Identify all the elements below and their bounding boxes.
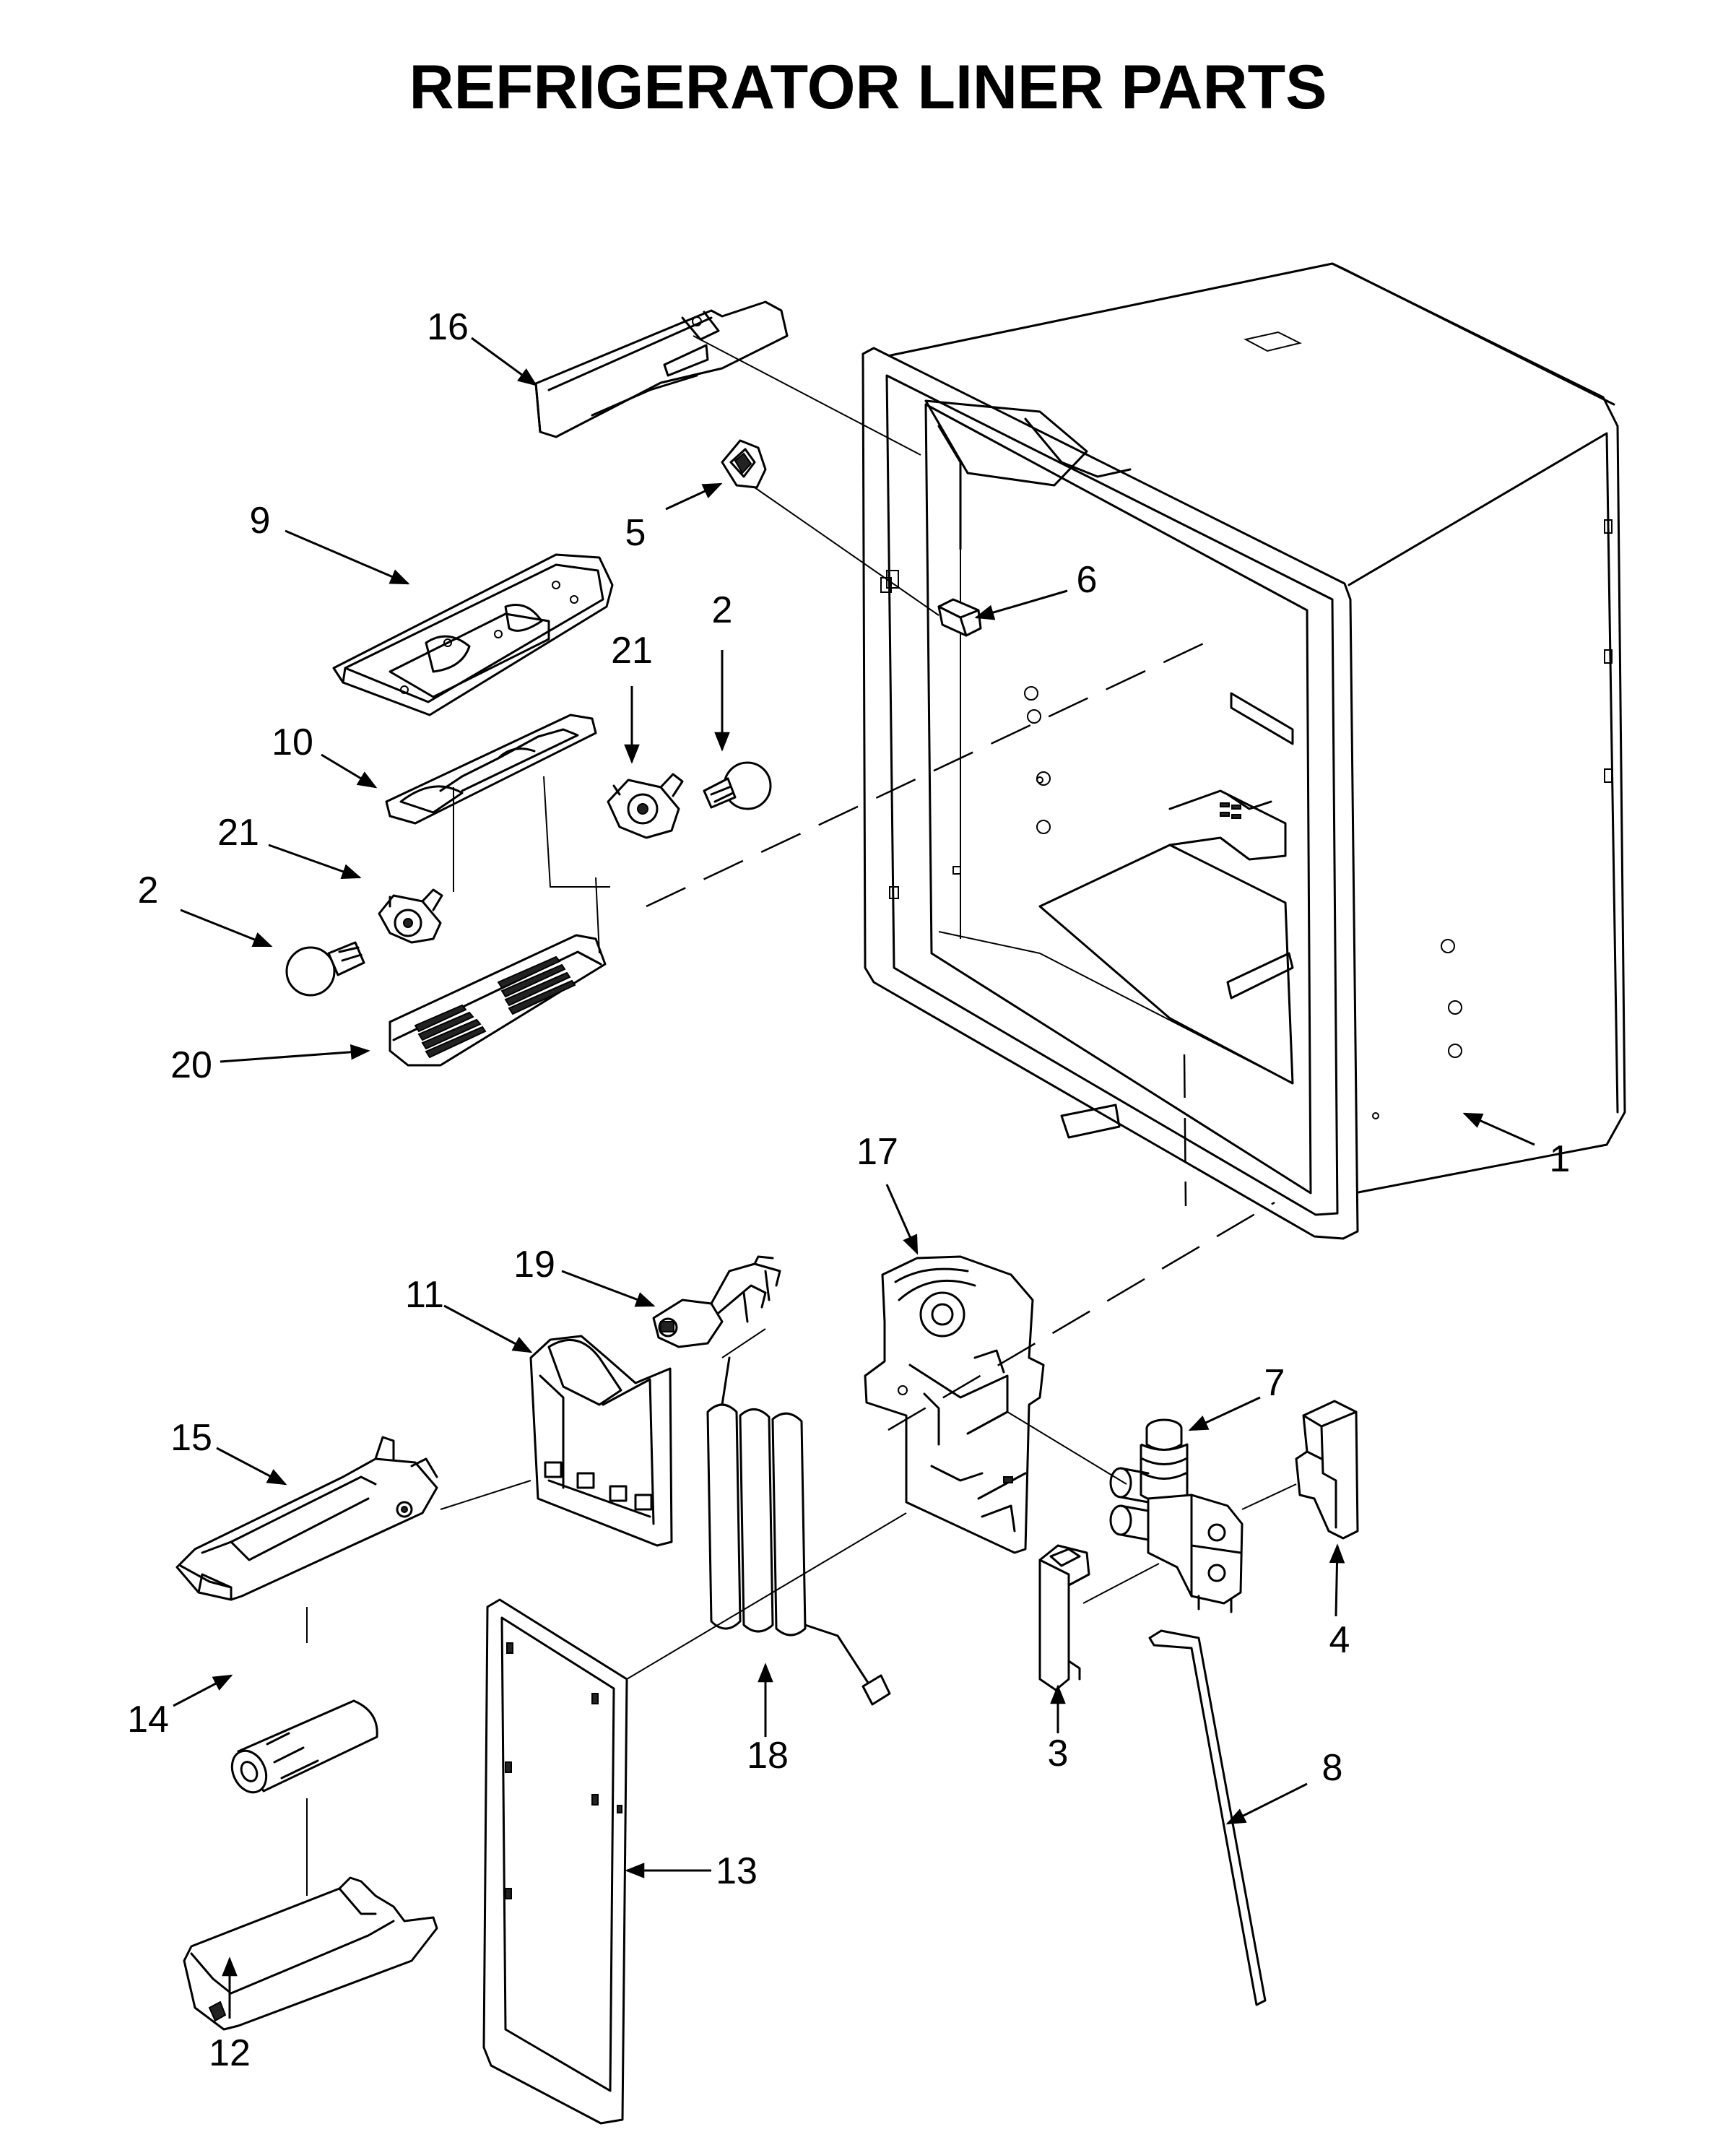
part-9-light-housing: [332, 553, 614, 716]
callout-7: 7: [1264, 1362, 1285, 1404]
part-13-trim-panel: [482, 1598, 628, 2125]
part-2-light-bulb-right: [703, 761, 772, 810]
callout-11: 11: [405, 1274, 444, 1316]
part-14-filter-cartridge: [230, 1699, 378, 1794]
callout-19: 19: [513, 1244, 555, 1286]
part-16-control-housing-cover: [534, 300, 789, 438]
callout-18: 18: [747, 1735, 789, 1777]
callout-8: 8: [1322, 1747, 1343, 1789]
callout-2-right: 2: [712, 589, 733, 631]
vent-slots-right: [497, 955, 576, 1015]
part-19-connector: [652, 1255, 781, 1348]
part-3-valve-bracket: [1038, 1544, 1090, 1691]
callout-17: 17: [856, 1131, 898, 1173]
part-10-light-lens: [385, 714, 597, 825]
callout-12: 12: [209, 2032, 251, 2074]
part-5-control-knob: [721, 439, 767, 489]
part-12-filter-cover: [183, 1876, 438, 2031]
callout-9: 9: [250, 500, 271, 542]
callout-2-left: 2: [138, 870, 159, 911]
part-11-tank-housing: [529, 1335, 673, 1547]
callout-5: 5: [625, 512, 646, 554]
callout-6: 6: [1077, 559, 1098, 601]
part-8-water-tube: [1148, 1629, 1267, 2006]
diagram-title: REFRIGERATOR LINER PARTS: [409, 53, 1327, 122]
callout-14: 14: [127, 1699, 169, 1741]
callout-4: 4: [1329, 1619, 1350, 1661]
callout-16: 16: [427, 306, 469, 348]
part-4-valve-cover: [1295, 1400, 1359, 1540]
callout-labels: 1 2 2 3 4 5 6 7 8 9 10 11 12 13 14 15 16…: [127, 306, 1570, 2074]
part-15-filter-head: [175, 1436, 438, 1601]
callout-15: 15: [170, 1417, 212, 1459]
callout-20: 20: [170, 1044, 212, 1086]
callout-10: 10: [272, 721, 313, 763]
part-20-light-cover: [389, 934, 607, 1067]
callout-leaders: [173, 337, 1535, 2019]
vent-slots-left: [414, 1004, 487, 1059]
part-6-switch: [937, 598, 982, 637]
part-2-light-bulb-left: [285, 941, 365, 997]
callout-1: 1: [1550, 1138, 1571, 1180]
part-7-water-valve: [1109, 1418, 1244, 1613]
part-21-lamp-socket-right: [607, 773, 684, 839]
callout-21-left: 21: [217, 812, 259, 854]
part-21-lamp-socket-left: [378, 888, 443, 944]
part-17-housing-bracket: [864, 1255, 1045, 1554]
callout-13: 13: [716, 1850, 758, 1892]
callout-3: 3: [1048, 1733, 1069, 1774]
callout-21-right: 21: [611, 630, 653, 672]
assembly-guide-lines: [306, 335, 1297, 1896]
part-1-refrigerator-liner: [862, 262, 1626, 1240]
part-18-heater-element: [706, 1356, 891, 1706]
